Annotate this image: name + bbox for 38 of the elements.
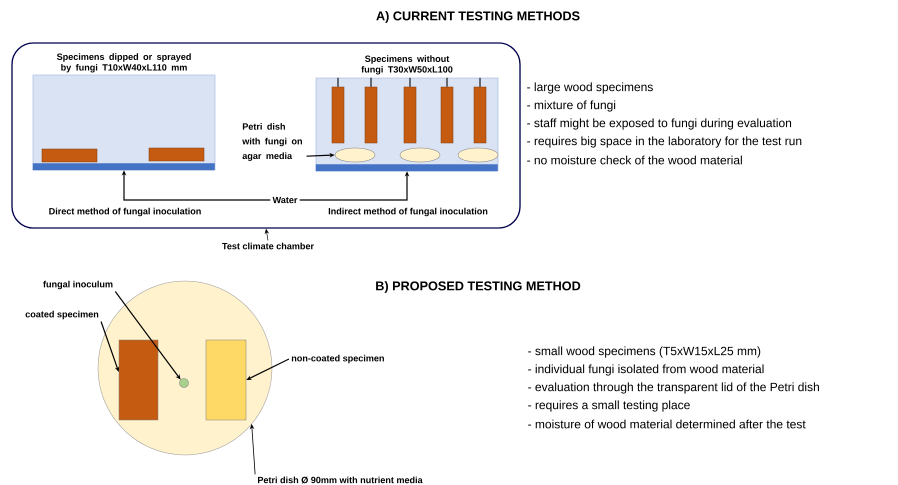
callout-text: fungal inoculum: [43, 280, 112, 290]
specimen-bar: [118, 340, 158, 420]
specimen-bar: [364, 78, 378, 144]
specimen-bar: [474, 78, 486, 144]
bullet-text: - no moisture check of the wood material: [527, 156, 742, 164]
method-caption: Direct method of fungal inoculation: [49, 208, 201, 216]
bullet-text: - requires big space in the laboratory for the test run: [527, 136, 802, 148]
method-caption: Indirect method of fungal inoculation: [328, 208, 488, 216]
chamber-box: [11, 42, 521, 229]
node-label: Specimens without fungi T30xW50xL100: [361, 55, 452, 74]
water-label: Water: [272, 196, 298, 204]
bullet-text: - small wood specimens (T5xW15xL25 mm): [528, 346, 760, 358]
bullet-text: - moisture of wood material determined after the test: [528, 420, 806, 428]
petri-dish: [458, 148, 498, 162]
specimen-bar: [206, 340, 246, 420]
callout-text: non-coated specimen: [292, 354, 384, 364]
petri-dish: [334, 148, 376, 162]
petri-dish: [400, 148, 440, 162]
specimen-bar: [440, 78, 454, 144]
bullet-text: - individual fungi isolated from wood material: [528, 364, 764, 376]
specimen-bar: [42, 148, 98, 162]
tank-box: Specimens dipped or sprayed by fungi T10xW40xL110 mm: [32, 53, 216, 170]
callout-text: coated specimen: [26, 310, 98, 320]
bullet-text: - staff might be exposed to fungi during evaluation: [527, 118, 792, 130]
callout-text: Petri dish Ø 90mm with nutrient media: [258, 476, 423, 484]
chamber-label: Test climate chamber: [222, 242, 314, 250]
specimen-bar: [332, 78, 344, 144]
section-heading: B) PROPOSED TESTING METHOD: [376, 281, 580, 293]
node-label: Specimens dipped or sprayed by fungi T10xW40xL110 mm: [56, 53, 191, 72]
bullet-text: - requires a small testing place: [528, 400, 690, 412]
bullet-text: - large wood specimens: [527, 82, 653, 94]
bullet-text: - mixture of fungi: [527, 100, 616, 112]
specimen-bar: [404, 78, 416, 144]
bullet-text: - evaluation through the transparent lid of the Petri dish: [528, 382, 819, 394]
specimen-bar: [148, 148, 204, 162]
callout-text: Petri dish with fungi on agar media: [242, 123, 302, 161]
section-heading: A) CURRENT TESTING METHODS: [376, 11, 580, 23]
inoculum-dot: [179, 378, 189, 388]
